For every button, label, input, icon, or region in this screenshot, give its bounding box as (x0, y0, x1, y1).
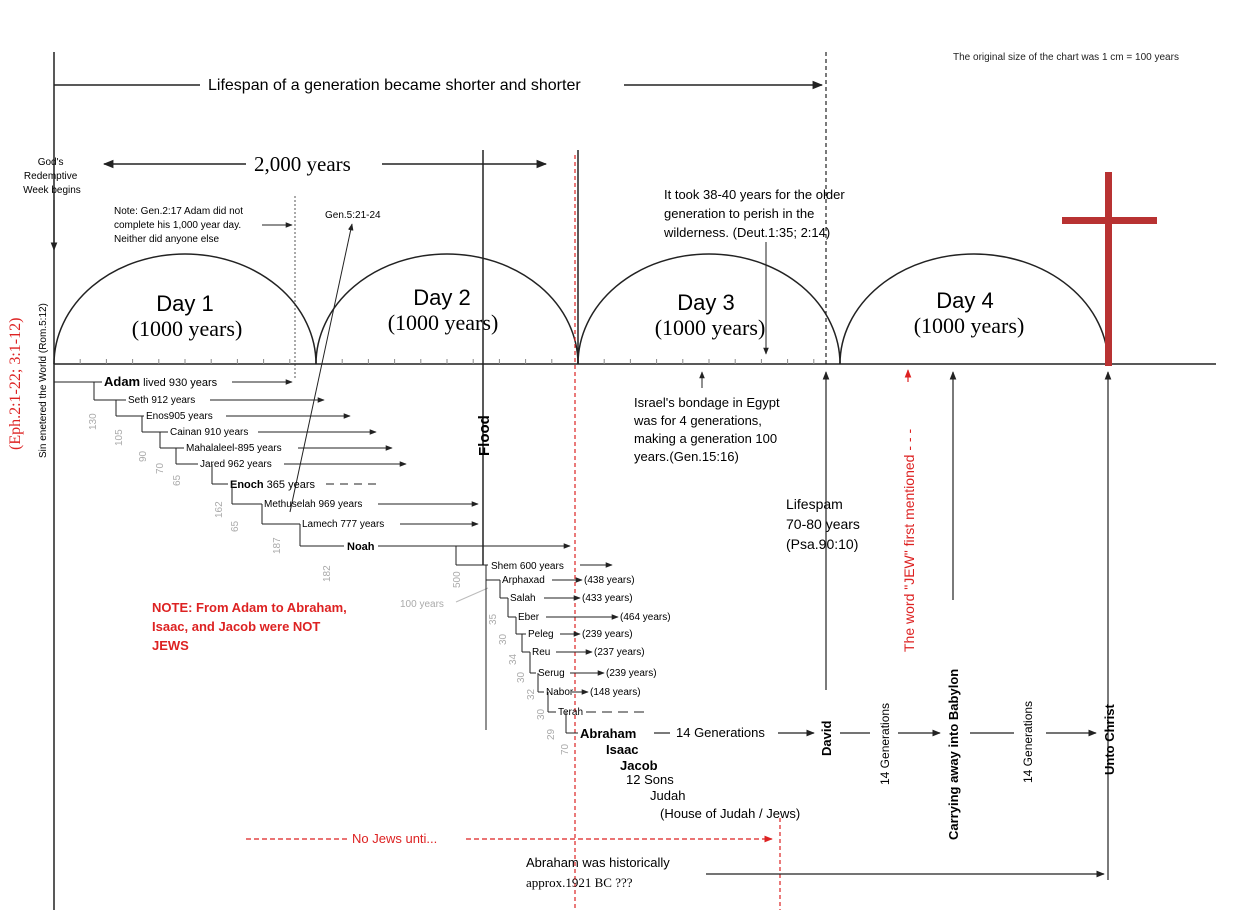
postflood-salah-years: (433 years) (582, 593, 633, 604)
patriarch-jared: Jared 962 years (200, 459, 272, 470)
day4-sub: (1000 years) (914, 313, 1025, 338)
patriarch-cainan: Cainan 910 years (170, 427, 248, 438)
svg-text:35: 35 (488, 613, 499, 625)
patriarch-noah: Noah (347, 541, 375, 553)
patriarch-mahalaleel: Mahalaleel-895 years (186, 443, 282, 454)
house-of-judah: (House of Judah / Jews) (660, 806, 800, 821)
gen521-arrow (289, 223, 354, 513)
day2-arch (315, 253, 579, 365)
postflood-peleg: Peleg (528, 629, 554, 640)
postflood-reu: Reu (532, 647, 550, 658)
week-begins-label: God's Redemptive Week begins (23, 157, 81, 196)
svg-text:30: 30 (516, 671, 527, 683)
patriarch-adam: Adam lived 930 years (104, 374, 218, 389)
svg-text:500: 500 (452, 571, 463, 588)
historically-note: Abraham was historically approx.1921 BC … (526, 855, 673, 890)
took-note: It took 38-40 years for the older genera… (663, 187, 848, 240)
svg-text:130: 130 (88, 413, 99, 430)
patriarch-lamech: Lamech 777 years (302, 519, 384, 530)
svg-text:34: 34 (508, 653, 519, 665)
day4-arch (839, 253, 1109, 365)
day1-sub: (1000 years) (132, 316, 243, 341)
unto-christ-label: Unto Christ (1102, 704, 1117, 775)
faint-shem-arrow (455, 587, 489, 603)
postflood-nabor-years: (148 years) (590, 687, 641, 698)
no-jews-label: No Jews unti... (352, 831, 437, 846)
scale-note: The original size of the chart was 1 cm … (953, 52, 1179, 63)
svg-text:29: 29 (546, 728, 557, 740)
lifespan-label: Lifespan of a generation became shorter … (208, 77, 581, 94)
svg-text:30: 30 (536, 708, 547, 720)
day3-arch (577, 253, 841, 365)
postflood-arphaxad-years: (438 years) (584, 575, 635, 586)
patriarch-enos: Enos905 years (146, 411, 213, 422)
postflood-serug: Serug (538, 668, 565, 679)
day3-sub: (1000 years) (655, 315, 766, 340)
lifespam-note: Lifespam 70-80 years (Psa.90:10) (786, 496, 864, 552)
svg-text:162: 162 (214, 501, 225, 518)
day2-title: Day 2 (413, 285, 470, 310)
postflood-rows: Shem 600 years Arphaxad (438 years) Sala… (455, 546, 671, 734)
cross-vertical (1105, 172, 1112, 366)
postflood-salah: Salah (510, 593, 536, 604)
jacob-label: Jacob (620, 758, 658, 773)
day1-title: Day 1 (156, 291, 213, 316)
babylon-label: Carrying away into Babylon (946, 669, 961, 840)
isaac-label: Isaac (606, 742, 639, 757)
svg-text:90: 90 (138, 450, 149, 462)
patriarch-seth: Seth 912 years (128, 395, 195, 406)
sin-entered-label: Sin enetered the World (Rom.5:12) (38, 303, 49, 458)
postflood-arphaxad: Arphaxad (502, 575, 545, 586)
svg-text:70: 70 (155, 462, 166, 474)
fourteen-gen-label: 14 Generations (676, 725, 765, 740)
patriarch-enoch: Enoch 365 years (230, 479, 315, 491)
flood-label: Flood (476, 415, 493, 456)
patriarch-methuselah: Methuselah 969 years (264, 499, 362, 510)
svg-text:65: 65 (172, 474, 183, 486)
day4-title: Day 4 (936, 288, 993, 313)
svg-text:32: 32 (526, 688, 537, 700)
patriarch-rows: Seth 912 years Enos905 years Cainan 910 … (93, 382, 571, 553)
fourteen-gen-vertical-1: 14 Generations (878, 703, 892, 785)
bondage-note: Israel's bondage in Egypt was for 4 gene… (633, 395, 783, 464)
david-label: David (819, 721, 834, 756)
postflood-nabor: Nabor (546, 687, 574, 698)
svg-text:187: 187 (272, 537, 283, 554)
day2-sub: (1000 years) (388, 310, 499, 335)
cross-horizontal (1062, 217, 1157, 224)
postflood-eber-years: (464 years) (620, 612, 671, 623)
postflood-reu-years: (237 years) (594, 647, 645, 658)
postflood-serug-years: (239 years) (606, 668, 657, 679)
svg-text:182: 182 (322, 565, 333, 582)
jew-first-label: The word "JEW" first mentioned - - - (901, 429, 917, 652)
postflood-shem: Shem 600 years (491, 561, 564, 572)
svg-text:105: 105 (114, 429, 125, 446)
svg-text:70: 70 (560, 743, 571, 755)
abraham-label: Abraham (580, 726, 636, 741)
postflood-terah: Terah (558, 707, 583, 718)
sons-note: 12 Sons Judah (626, 772, 685, 803)
gen521-label: Gen.5:21-24 (325, 210, 381, 221)
day1-arch (53, 253, 317, 365)
svg-text:30: 30 (498, 633, 509, 645)
not-jews-note: NOTE: From Adam to Abraham, Isaac, and J… (152, 600, 350, 653)
age-numbers: 130 105 90 70 65 162 65 187 182 500 100 … (88, 413, 571, 755)
eph-reference: (Eph.2:1-22; 3:1-12) (7, 318, 24, 450)
svg-text:65: 65 (230, 520, 241, 532)
fourteen-gen-vertical-2: 14 Generations (1021, 701, 1035, 783)
svg-text:100 years: 100 years (400, 599, 444, 610)
day3-title: Day 3 (677, 290, 734, 315)
postflood-peleg-years: (239 years) (582, 629, 633, 640)
two-thousand-label: 2,000 years (254, 152, 351, 176)
postflood-eber: Eber (518, 612, 540, 623)
gen217-note: Note: Gen.2:17 Adam did not complete his… (114, 206, 246, 245)
